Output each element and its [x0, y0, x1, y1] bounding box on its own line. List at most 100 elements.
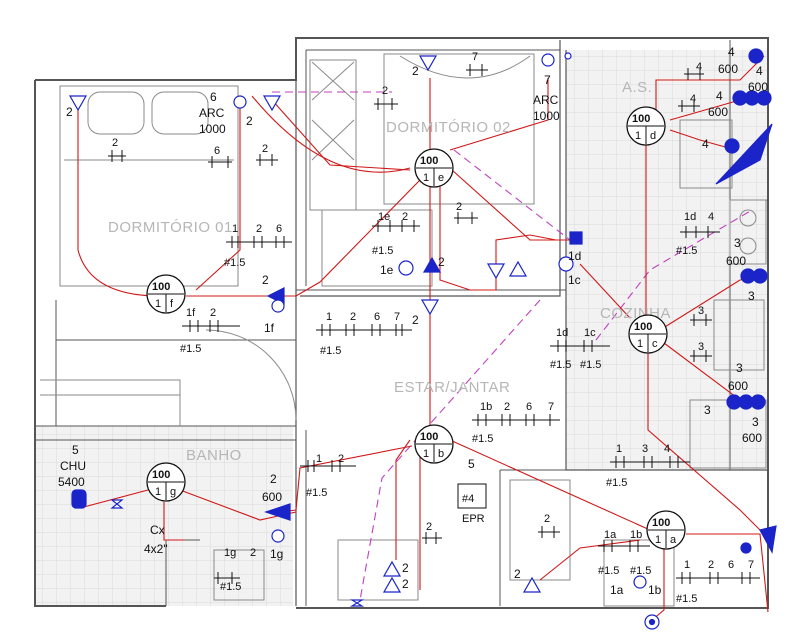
- fixture-circuit: 1: [635, 130, 641, 142]
- circuit-number: 2: [210, 307, 216, 319]
- fixture-circuit: 1: [423, 448, 429, 460]
- circuit-number: 1: [684, 559, 690, 571]
- cx-size: 4x2": [144, 542, 168, 556]
- room-label-dormitorio-01: DORMITÓRIO 01: [108, 219, 233, 236]
- arc-name: ARC: [533, 93, 559, 107]
- wire-gauge: #1.5: [606, 477, 627, 489]
- arc-name: ARC: [199, 106, 225, 120]
- outlet-labels: 4 600 4 600 4 600 4 3 600 3 3 600 3 3 60…: [262, 45, 768, 504]
- outlet-power: 600: [742, 431, 762, 445]
- fixture-tag: b: [438, 448, 444, 460]
- chu-power: 5400: [58, 475, 85, 489]
- switch-symbols: [108, 64, 760, 584]
- circuit-number: 2: [402, 211, 408, 223]
- fixture-a: 100 1 a: [646, 510, 686, 550]
- outlet-circuit: 2: [270, 472, 277, 486]
- epr-name: EPR: [462, 513, 485, 525]
- switch-tag: 1b: [480, 401, 492, 413]
- switch-tag: 1a: [610, 583, 624, 597]
- arc-power: 1000: [533, 109, 560, 123]
- fixture-tag: g: [170, 486, 176, 498]
- circuit-number: 2: [544, 513, 550, 525]
- wire-gauge: #1.5: [306, 487, 327, 499]
- switch-tag: 1d: [684, 211, 696, 223]
- outlet-circuit: 4: [728, 45, 735, 59]
- outlet-circuit: 3: [736, 361, 743, 375]
- circuit-number: 2: [262, 273, 269, 287]
- circuit-number: 2: [412, 313, 419, 327]
- outlet-circuit: 4: [716, 89, 723, 103]
- outlet-power: 600: [262, 490, 282, 504]
- outlet-power: 600: [708, 105, 728, 119]
- fixture-power: 100: [634, 321, 652, 333]
- epr-circuit: 5: [468, 457, 475, 471]
- wire-gauge: #1.5: [580, 359, 601, 371]
- device-symbols: [68, 48, 777, 630]
- equipment-arc-dorm2: 7 ARC 1000: [533, 73, 560, 123]
- wire-gauge: #1.5: [180, 343, 201, 355]
- circuit-number: 7: [472, 51, 478, 63]
- walls: [34, 37, 769, 609]
- wire-gauge: #1.5: [550, 359, 571, 371]
- fixture-power: 100: [420, 155, 438, 167]
- circuit-number: 2: [338, 453, 344, 465]
- circuit-number: 2: [438, 255, 445, 269]
- circuit-number: 6: [374, 311, 380, 323]
- fixture-tag: d: [650, 130, 656, 142]
- room-labels: DORMITÓRIO 01 DORMITÓRIO 02 A.S. COZINHA…: [108, 79, 671, 464]
- circuit-number: 2: [402, 577, 409, 591]
- chu-name: CHU: [60, 459, 86, 473]
- fixture-d: 100 1 d: [626, 106, 666, 146]
- fixture-circuit: 1: [155, 298, 161, 310]
- outlet-circuit: 4: [702, 137, 709, 151]
- fixture-power: 100: [152, 469, 170, 481]
- fixture-tag: c: [652, 338, 658, 350]
- wire-gauge: #1.5: [630, 565, 651, 577]
- outlet-power: 600: [748, 80, 768, 94]
- circuit-number: 2: [402, 561, 409, 575]
- room-label-estar-jantar: ESTAR/JANTAR: [394, 379, 510, 396]
- fixture-b: 100 1 b: [414, 424, 454, 464]
- circuit-number: 2: [456, 201, 462, 213]
- equipment-chu: 5 CHU 5400: [58, 443, 86, 489]
- outlet-circuit: 3: [704, 403, 711, 417]
- circuit-number: 6: [728, 559, 734, 571]
- switch-tag: 1a: [604, 529, 617, 541]
- circuit-number: 2: [250, 547, 256, 559]
- wire-gauge: #1.5: [372, 245, 393, 257]
- fixture-circuit: 1: [637, 338, 643, 350]
- circuit-number: 4: [690, 93, 696, 105]
- fixture-tag: a: [670, 534, 677, 546]
- outlet-power: 600: [718, 62, 738, 76]
- circuit-number: 2: [256, 223, 262, 235]
- wire-gauge: #1.5: [676, 245, 697, 257]
- arc-power: 1000: [199, 122, 226, 136]
- switch-tag: 1b: [630, 529, 642, 541]
- wire-gauge: #1.5: [472, 433, 493, 445]
- outlet-circuit: 3: [752, 415, 759, 429]
- wire-gauge: #1.5: [224, 257, 245, 269]
- circuit-number: 3: [698, 305, 704, 317]
- arc-circuit: 6: [210, 90, 217, 104]
- equipment-epr: 5 #4 EPR: [462, 457, 485, 525]
- switch-tag: 1e: [378, 211, 390, 223]
- epr-gauge: #4: [462, 493, 474, 505]
- circuit-number: 4: [708, 211, 714, 223]
- outlet-power: 600: [728, 379, 748, 393]
- fixture-power: 100: [152, 281, 170, 293]
- wire-gauge: #1.5: [598, 565, 619, 577]
- circuit-number: 4: [696, 61, 702, 73]
- switch-tag: 1d: [556, 327, 568, 339]
- circuit-number: 7: [394, 311, 400, 323]
- room-label-dormitorio-02: DORMITÓRIO 02: [386, 119, 511, 136]
- equipment-cx: Cx 4x2": [144, 523, 168, 556]
- fixture-power: 100: [652, 517, 670, 529]
- switch-tag: 1g: [224, 547, 236, 559]
- fixture-circuit: 1: [155, 486, 161, 498]
- as-outlet-group: [715, 48, 773, 185]
- fixture-circuit: 1: [655, 534, 661, 546]
- switch-tag: 1e: [380, 263, 394, 277]
- equipment-arc-dorm1: 6 ARC 1000: [199, 90, 226, 136]
- fixture-g: 100 1 g: [146, 462, 186, 502]
- circuit-number: 1: [616, 443, 622, 455]
